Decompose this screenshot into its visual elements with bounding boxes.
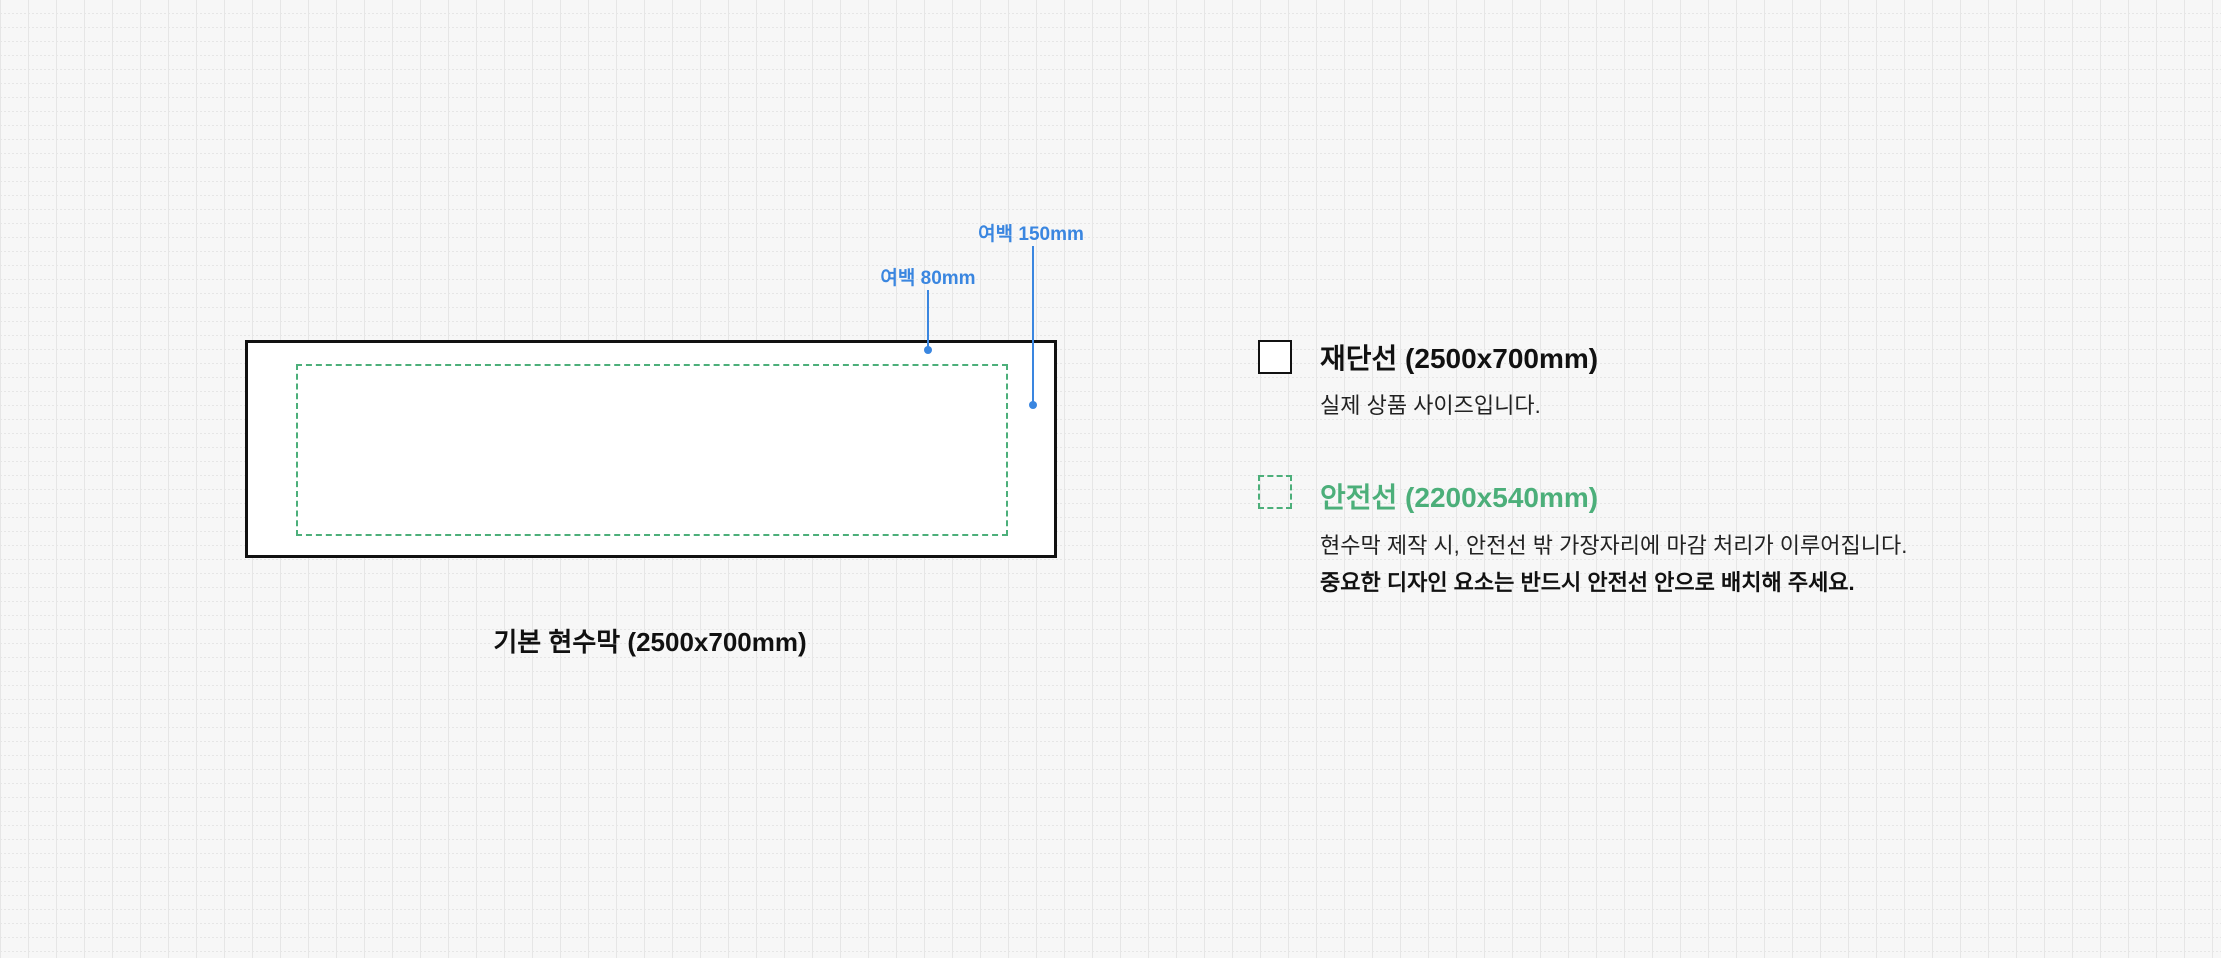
cut-line-legend-icon bbox=[1258, 340, 1292, 374]
cut-line-title: 재단선 (2500x700mm) bbox=[1320, 343, 1599, 374]
safe-line-title: 안전선 (2200x540mm) bbox=[1320, 482, 1599, 513]
banner-caption: 기본 현수막 (2500x700mm) bbox=[493, 627, 807, 657]
margin-80-label: 여백 80mm bbox=[880, 268, 976, 289]
cut-line-description: 실제 상품 사이즈입니다. bbox=[1320, 393, 1541, 418]
safe-line-description: 현수막 제작 시, 안전선 밖 가장자리에 마감 처리가 이루어집니다. bbox=[1320, 533, 1908, 558]
margin-80-leader bbox=[927, 290, 929, 350]
margin-150-dot bbox=[1029, 401, 1037, 409]
margin-150-label: 여백 150mm bbox=[978, 224, 1084, 245]
cut-line-rect bbox=[245, 340, 1057, 558]
margin-150-leader bbox=[1032, 246, 1034, 406]
safe-line-legend-icon bbox=[1258, 475, 1292, 509]
safe-line-note: 중요한 디자인 요소는 반드시 안전선 안으로 배치해 주세요. bbox=[1320, 570, 1855, 595]
safe-line-rect bbox=[296, 364, 1008, 536]
margin-80-dot bbox=[924, 346, 932, 354]
